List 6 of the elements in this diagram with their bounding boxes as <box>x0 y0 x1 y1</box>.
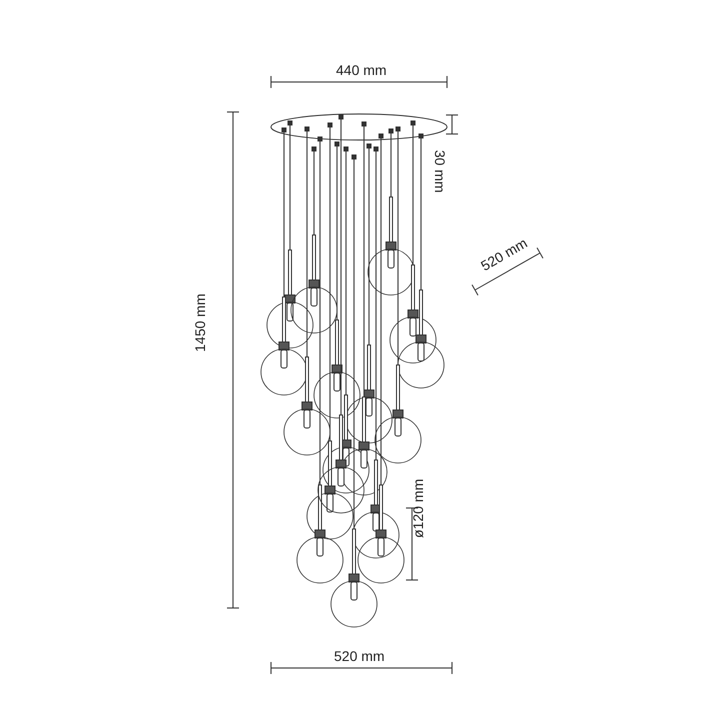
dimension-label: 520 mm <box>334 648 385 664</box>
dimension-label: ø120 mm <box>410 478 426 538</box>
dimension-label: 1450 mm <box>192 294 208 352</box>
dimension-label: 520 mm <box>478 234 530 274</box>
dimension-label: 30 mm <box>432 150 448 193</box>
dimension-label: 440 mm <box>336 62 387 78</box>
